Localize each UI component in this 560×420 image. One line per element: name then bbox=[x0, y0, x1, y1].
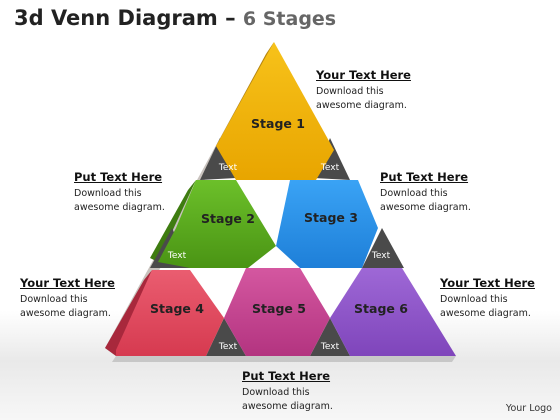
callout-body: Download this awesome diagram. bbox=[380, 188, 471, 213]
stage-4-side bbox=[105, 270, 152, 356]
stage-5-shape bbox=[224, 268, 330, 356]
callout-heading: Your Text Here bbox=[316, 68, 411, 82]
callout-body: Download this awesome diagram. bbox=[440, 294, 531, 319]
stage-5-label: Stage 5 bbox=[252, 301, 306, 316]
title-main: 3d Venn Diagram – bbox=[14, 6, 236, 30]
callout-heading: Put Text Here bbox=[380, 170, 469, 184]
callout-top-right: Your Text Here Download this awesome dia… bbox=[316, 68, 466, 113]
stage-2-side bbox=[150, 180, 196, 262]
stage-4-shape bbox=[116, 270, 224, 356]
callout-body: Download this awesome diagram. bbox=[74, 188, 165, 213]
stage-3-label: Stage 3 bbox=[304, 210, 358, 225]
title-sub: 6 Stages bbox=[242, 8, 337, 30]
callout-heading: Your Text Here bbox=[440, 276, 535, 290]
callout-mid-right: Put Text Here Download this awesome diag… bbox=[380, 170, 530, 215]
text-triangle-6 bbox=[310, 318, 350, 356]
callout-heading: Put Text Here bbox=[74, 170, 163, 184]
stage-6-shape bbox=[330, 268, 456, 356]
stage-1-shape bbox=[216, 42, 334, 180]
text-mark-1: Text bbox=[218, 163, 238, 173]
text-mark-4: Text bbox=[371, 251, 391, 261]
stage-2-shape bbox=[158, 180, 276, 268]
callout-heading: Put Text Here bbox=[242, 369, 331, 383]
callout-bottom-left: Your Text Here Download this awesome dia… bbox=[20, 276, 170, 321]
pyramid-bottom-face bbox=[112, 356, 456, 362]
stage-1-label: Stage 1 bbox=[251, 116, 305, 131]
text-mark-6: Text bbox=[320, 342, 340, 352]
callout-body: Download this awesome diagram. bbox=[316, 86, 407, 111]
text-mark-3: Text bbox=[167, 251, 187, 261]
text-triangle-1 bbox=[200, 138, 236, 180]
text-triangle-2 bbox=[314, 138, 350, 180]
callout-body: Download this awesome diagram. bbox=[20, 294, 111, 319]
callout-body: Download this awesome diagram. bbox=[242, 387, 333, 412]
callout-bottom-center: Put Text Here Download this awesome diag… bbox=[242, 369, 392, 414]
callout-bottom-right: Your Text Here Download this awesome dia… bbox=[440, 276, 555, 321]
text-mark-2: Text bbox=[320, 163, 340, 173]
text-triangle-5 bbox=[206, 318, 246, 356]
page-title: 3d Venn Diagram – 6 Stages bbox=[14, 6, 336, 30]
callout-heading: Your Text Here bbox=[20, 276, 115, 290]
text-mark-5: Text bbox=[218, 342, 238, 352]
stage-4-label: Stage 4 bbox=[150, 301, 204, 316]
stage-3-shape bbox=[276, 180, 378, 268]
callout-mid-left: Put Text Here Download this awesome diag… bbox=[74, 170, 224, 215]
stage-6-label: Stage 6 bbox=[354, 301, 408, 316]
stage-2-label: Stage 2 bbox=[201, 211, 255, 226]
logo-placeholder: Your Logo bbox=[505, 403, 552, 414]
text-triangle-4 bbox=[362, 228, 404, 268]
